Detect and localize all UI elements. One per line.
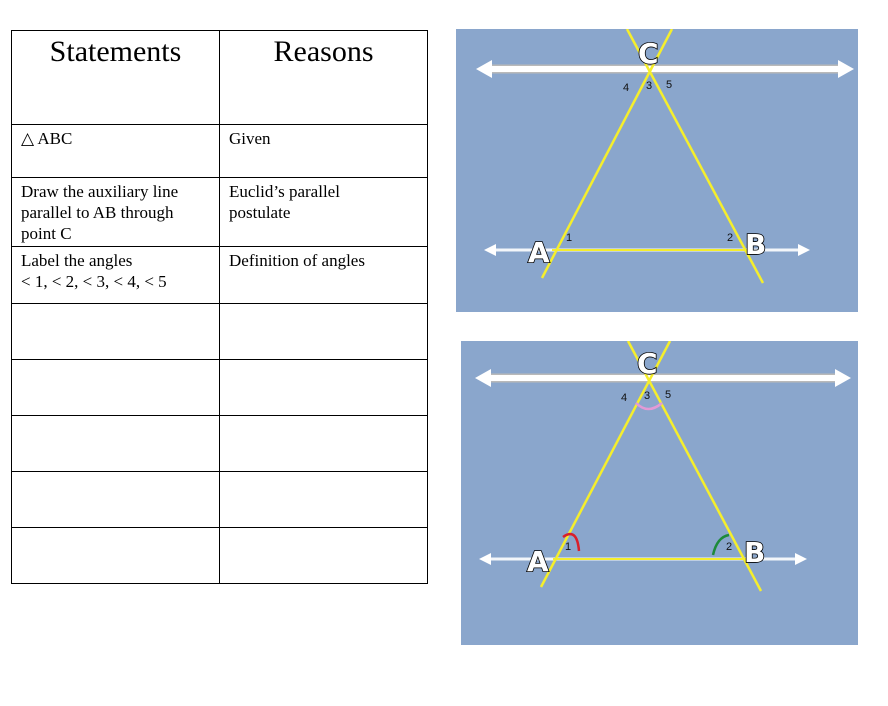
angle-3-label: 3 bbox=[644, 390, 650, 402]
statement-cell[interactable] bbox=[11, 415, 220, 472]
reason-text: Given bbox=[229, 129, 271, 148]
angle-1-label: 1 bbox=[565, 541, 571, 553]
statement-text: △ ABC bbox=[21, 129, 73, 148]
angle-1-mark bbox=[562, 532, 581, 552]
triangle-diagram-marked: C A B 4 3 5 1 2 bbox=[461, 341, 858, 645]
reason-cell: Definition of angles bbox=[219, 246, 428, 304]
reason-text bbox=[220, 360, 427, 361]
reason-cell[interactable] bbox=[219, 471, 428, 528]
parallel-line bbox=[475, 369, 851, 387]
angle-1-label: 1 bbox=[566, 232, 572, 244]
statement-cell[interactable] bbox=[11, 303, 220, 360]
reason-cell[interactable] bbox=[219, 415, 428, 472]
statement-text: Draw the auxiliary line parallel to AB t… bbox=[21, 182, 179, 243]
angle-3-label: 3 bbox=[646, 80, 652, 92]
reason-cell[interactable] bbox=[219, 359, 428, 416]
vertex-b-label: B bbox=[744, 536, 765, 569]
reason-text bbox=[220, 472, 427, 473]
statement-text bbox=[12, 416, 219, 417]
vertex-c-label: C bbox=[638, 37, 659, 70]
statement-cell: △ ABC bbox=[11, 124, 220, 178]
table-row bbox=[11, 471, 428, 528]
angle-2-mark bbox=[711, 533, 730, 556]
statement-cell[interactable] bbox=[11, 527, 220, 584]
table-row: △ ABC Given bbox=[11, 124, 428, 178]
diagram-background bbox=[461, 341, 858, 645]
angle-2-label: 2 bbox=[727, 232, 733, 244]
angle-5-label: 5 bbox=[665, 389, 671, 401]
statement-text bbox=[12, 304, 219, 305]
statement-text bbox=[12, 360, 219, 361]
reason-text bbox=[220, 528, 427, 529]
table-row: Label the angles < 1, < 2, < 3, < 4, < 5… bbox=[11, 246, 428, 304]
proof-table: Statements Reasons △ ABC Given Draw the … bbox=[11, 30, 428, 584]
reason-cell: Given bbox=[219, 124, 428, 178]
table-row bbox=[11, 303, 428, 360]
reason-text bbox=[220, 304, 427, 305]
table-row bbox=[11, 415, 428, 472]
statement-cell: Draw the auxiliary line parallel to AB t… bbox=[11, 177, 220, 247]
vertex-b-label: B bbox=[745, 228, 766, 261]
vertex-c-label: C bbox=[637, 347, 658, 380]
vertex-a-label: A bbox=[528, 236, 550, 269]
vertex-a-label: A bbox=[527, 545, 549, 578]
reason-cell: Euclid’s parallel postulate bbox=[219, 177, 428, 247]
line-ab bbox=[484, 244, 810, 256]
statement-cell[interactable] bbox=[11, 471, 220, 528]
diagram-background bbox=[456, 29, 858, 312]
angle-2-label: 2 bbox=[726, 541, 732, 553]
statements-header: Statements bbox=[11, 30, 220, 125]
reason-cell[interactable] bbox=[219, 527, 428, 584]
statement-cell: Label the angles < 1, < 2, < 3, < 4, < 5 bbox=[11, 246, 220, 304]
statement-cell[interactable] bbox=[11, 359, 220, 416]
line-bc bbox=[625, 29, 765, 284]
angle-4-label: 4 bbox=[623, 82, 629, 94]
angle-3-mark bbox=[635, 402, 663, 411]
table-row: Draw the auxiliary line parallel to AB t… bbox=[11, 177, 428, 247]
statement-text bbox=[12, 528, 219, 529]
statement-text bbox=[12, 472, 219, 473]
header-row: Statements Reasons bbox=[11, 30, 428, 125]
statement-text: Label the angles < 1, < 2, < 3, < 4, < 5 bbox=[21, 251, 167, 291]
line-bc bbox=[626, 341, 763, 592]
angle-5-label: 5 bbox=[666, 79, 672, 91]
parallel-line bbox=[476, 60, 854, 78]
reasons-header: Reasons bbox=[219, 30, 428, 125]
table-row bbox=[11, 527, 428, 584]
triangle-diagram: C A B 4 3 5 1 2 bbox=[456, 29, 858, 312]
table-row bbox=[11, 359, 428, 416]
reason-text: Euclid’s parallel postulate bbox=[229, 182, 340, 222]
reason-text bbox=[220, 416, 427, 417]
reason-cell[interactable] bbox=[219, 303, 428, 360]
reason-text: Definition of angles bbox=[229, 251, 365, 270]
angle-4-label: 4 bbox=[621, 392, 627, 404]
